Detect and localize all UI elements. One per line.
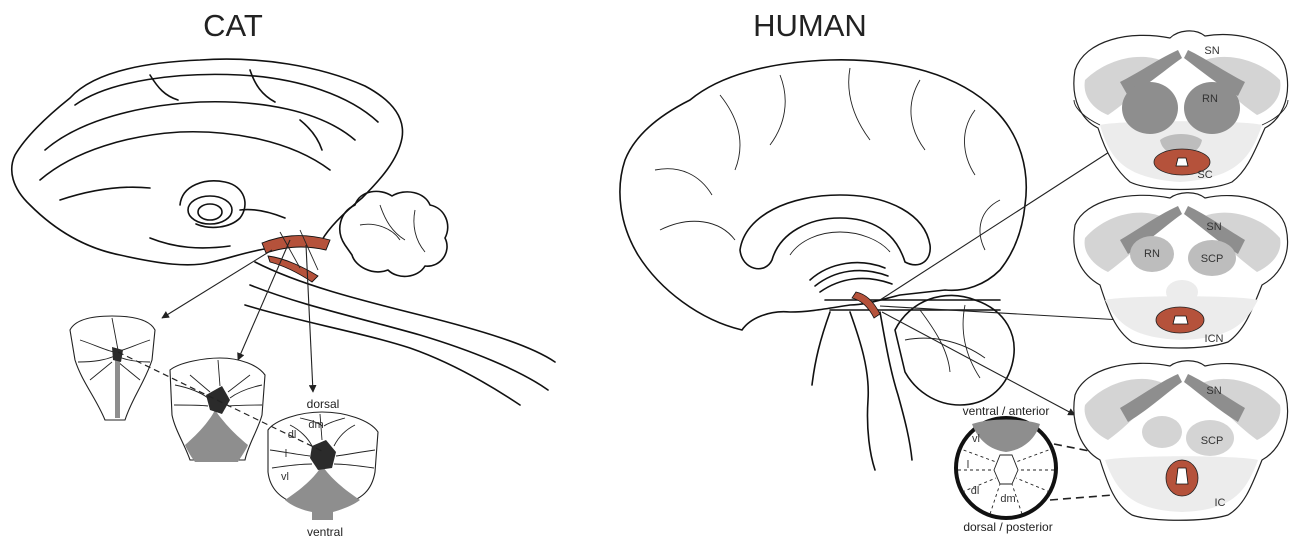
human-sec1-label-rn: RN (1202, 93, 1218, 105)
human-sec3-label-scp: SCP (1201, 435, 1224, 447)
cat-label-ventral: ventral (307, 525, 343, 539)
cat-label-dorsal: dorsal (307, 397, 340, 411)
cat-label-dl: dl (288, 429, 297, 441)
cat-section-middle (170, 358, 265, 462)
human-sec3-label-ic: IC (1215, 497, 1226, 509)
human-label-ventral-anterior: ventral / anterior (963, 404, 1050, 418)
human-label-dorsal-posterior: dorsal / posterior (963, 520, 1052, 534)
human-sec2-label-rn: RN (1144, 248, 1160, 260)
human-sec2-label-scp: SCP (1201, 253, 1224, 265)
human-sec2-label-sn: SN (1206, 221, 1221, 233)
human-brainstem-section-1 (1074, 31, 1288, 190)
human-sec1-label-sc: SC (1197, 169, 1212, 181)
human-title: HUMAN (753, 8, 867, 43)
cat-title: CAT (203, 8, 263, 43)
human-brainstem-section-2 (1074, 193, 1288, 348)
cat-label-l: l (285, 448, 287, 460)
human-label-vl: vl (972, 433, 980, 445)
cat-label-dm: dm (308, 419, 323, 431)
human-label-dm: dm (1000, 493, 1015, 505)
cat-section-rostral (70, 316, 155, 420)
human-label-dl: dl (971, 485, 980, 497)
human-sec1-label-sn: SN (1204, 45, 1219, 57)
human-sec2-label-icn: ICN (1205, 333, 1224, 345)
human-sec3-label-sn: SN (1206, 385, 1221, 397)
human-label-l: l (967, 459, 969, 471)
cat-label-vl: vl (281, 471, 289, 483)
human-section-arrows (880, 145, 1122, 415)
